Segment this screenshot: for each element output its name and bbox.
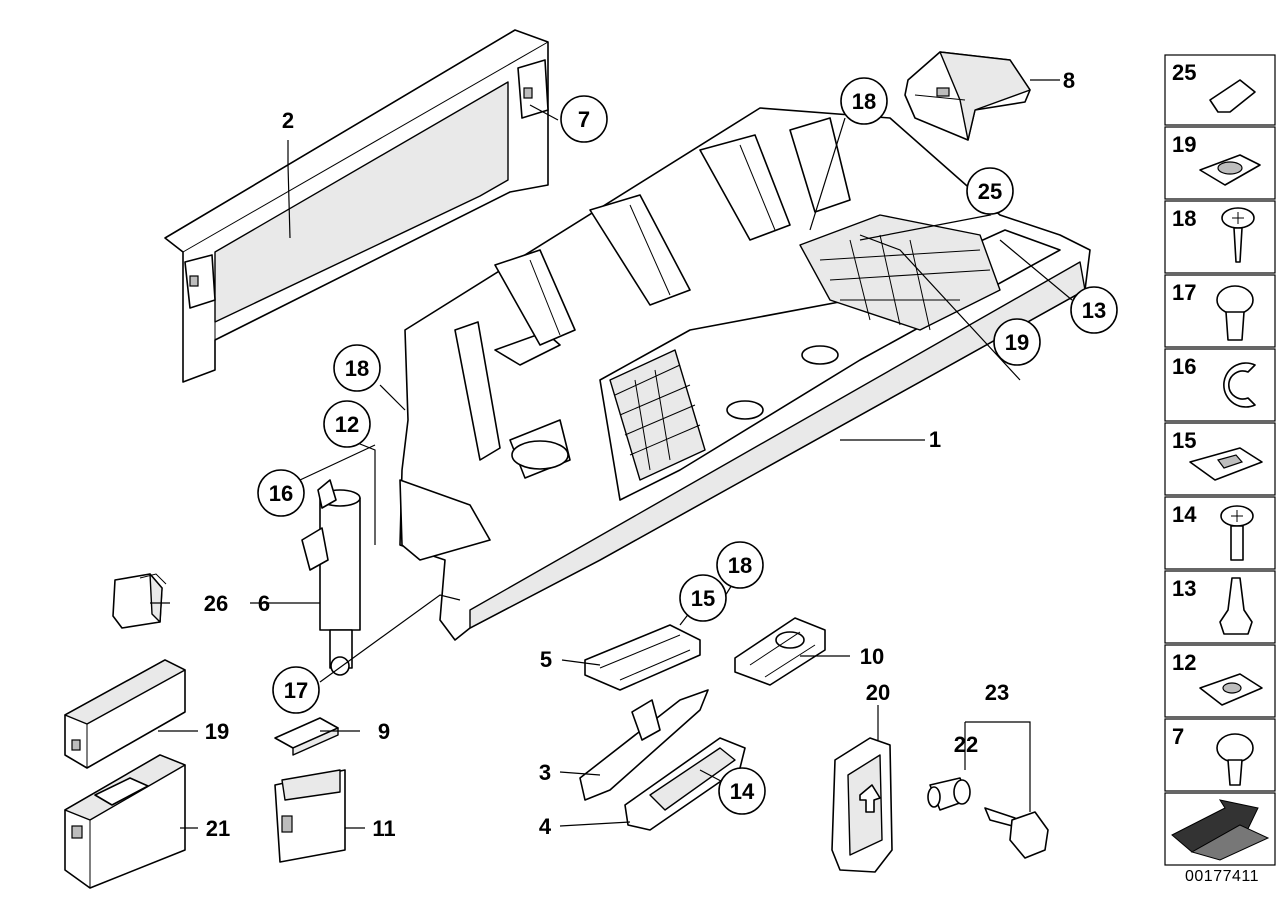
callout-19: 19	[1005, 330, 1029, 355]
legend-label-15: 15	[1172, 428, 1196, 453]
part-9-cover-plate[interactable]	[274, 717, 339, 756]
callout-7: 7	[578, 107, 590, 132]
push-clip-head-icon	[1216, 733, 1254, 763]
callout-18c-circle	[716, 541, 764, 589]
callout-4: 4	[539, 814, 552, 839]
rivet-head-icon	[1216, 285, 1254, 315]
callout-9: 9	[378, 719, 390, 744]
side-legend: 25 19 18 17 16 15 14 13 12	[1164, 54, 1276, 866]
part-11-socket[interactable]	[274, 769, 346, 863]
legend-cell-16[interactable]	[1164, 348, 1276, 422]
callout-17-circle	[272, 666, 320, 714]
expansion-rivet-icon	[1219, 577, 1253, 635]
callout-25: 25	[978, 179, 1002, 204]
callout-12-circle	[323, 400, 371, 448]
callout-21: 20	[866, 680, 890, 705]
callout-19-circle	[993, 318, 1041, 366]
legend-cell-17[interactable]	[1164, 274, 1276, 348]
part-20-switch-panel[interactable]	[64, 659, 186, 769]
legend-label-13: 13	[1172, 576, 1196, 601]
callout-3: 3	[539, 760, 551, 785]
clip-icon	[1209, 79, 1256, 113]
callout-18c: 18	[728, 553, 752, 578]
callout-6: 6	[258, 591, 270, 616]
callout-20: 19	[205, 719, 229, 744]
callout-13: 13	[1082, 298, 1106, 323]
part-23-lock-cylinder[interactable]	[927, 777, 971, 811]
callout-16: 16	[269, 481, 293, 506]
callout-2: 2	[282, 108, 294, 133]
part-21-remote-key[interactable]	[831, 737, 893, 873]
arrow-base-icon	[1190, 824, 1270, 861]
legend-label-16: 16	[1172, 354, 1196, 379]
grommet-hole-icon	[1217, 161, 1243, 175]
part-1-glovebox-body[interactable]	[399, 107, 1091, 641]
callout-17: 17	[284, 678, 308, 703]
callout-1: 1	[929, 427, 941, 452]
callout-26: 26	[204, 591, 228, 616]
callout-16-circle	[257, 469, 305, 517]
callout-13-circle	[1070, 286, 1118, 334]
push-clip-shank-icon	[1227, 759, 1243, 786]
part-22-switch-housing[interactable]	[64, 754, 186, 889]
callout-8: 8	[1063, 68, 1075, 93]
callout-18b-circle	[333, 344, 381, 392]
legend-label-7: 7	[1172, 724, 1184, 749]
callout-18b: 18	[345, 356, 369, 381]
legend-label-14: 14	[1172, 502, 1197, 527]
callout-23: 22	[954, 732, 978, 757]
legend-cell-25[interactable]	[1164, 54, 1276, 126]
legend-cell-13[interactable]	[1164, 570, 1276, 644]
callout-5: 5	[540, 647, 552, 672]
part-5-bracket[interactable]	[584, 624, 701, 691]
part-2-rear-panel[interactable]	[164, 29, 549, 383]
screw-shank-icon	[1233, 227, 1243, 263]
callout-10: 10	[860, 644, 884, 669]
callout-18a: 18	[852, 89, 876, 114]
legend-label-18: 18	[1172, 206, 1196, 231]
callout-22: 21	[206, 816, 230, 841]
callout-15-circle	[679, 574, 727, 622]
legend-cell-14[interactable]	[1164, 496, 1276, 570]
circlip-icon	[1223, 362, 1256, 408]
part-8-cover[interactable]	[904, 51, 1031, 141]
callout-24: 23	[985, 680, 1009, 705]
legend-label-25: 25	[1172, 60, 1196, 85]
legend-cell-18[interactable]	[1164, 200, 1276, 274]
part-24-key[interactable]	[984, 807, 1049, 859]
callout-14-circle	[718, 767, 766, 815]
legend-label-12: 12	[1172, 650, 1196, 675]
callout-25-circle	[966, 167, 1014, 215]
legend-label-17: 17	[1172, 280, 1196, 305]
legend-label-19: 19	[1172, 132, 1196, 157]
callout-7-circle	[560, 95, 608, 143]
callout-15: 15	[691, 586, 715, 611]
callout-12: 12	[335, 412, 359, 437]
rivet-body-icon	[1225, 311, 1245, 341]
part-6-damper[interactable]	[301, 479, 361, 676]
part-3-handle-lever[interactable]	[579, 689, 709, 801]
bolt-shank-icon	[1230, 525, 1244, 561]
callout-18a-circle	[840, 77, 888, 125]
callout-11: 11	[372, 816, 395, 841]
part-10-latch-mechanism[interactable]	[734, 617, 826, 686]
callout-labels: 2 7 8 18 25 13 19 1 18 12 16 26 6 17 18 …	[204, 68, 1118, 841]
catalog-number: 00177411	[1185, 868, 1259, 885]
callout-14: 14	[730, 779, 755, 804]
part-26-cap[interactable]	[112, 573, 167, 629]
